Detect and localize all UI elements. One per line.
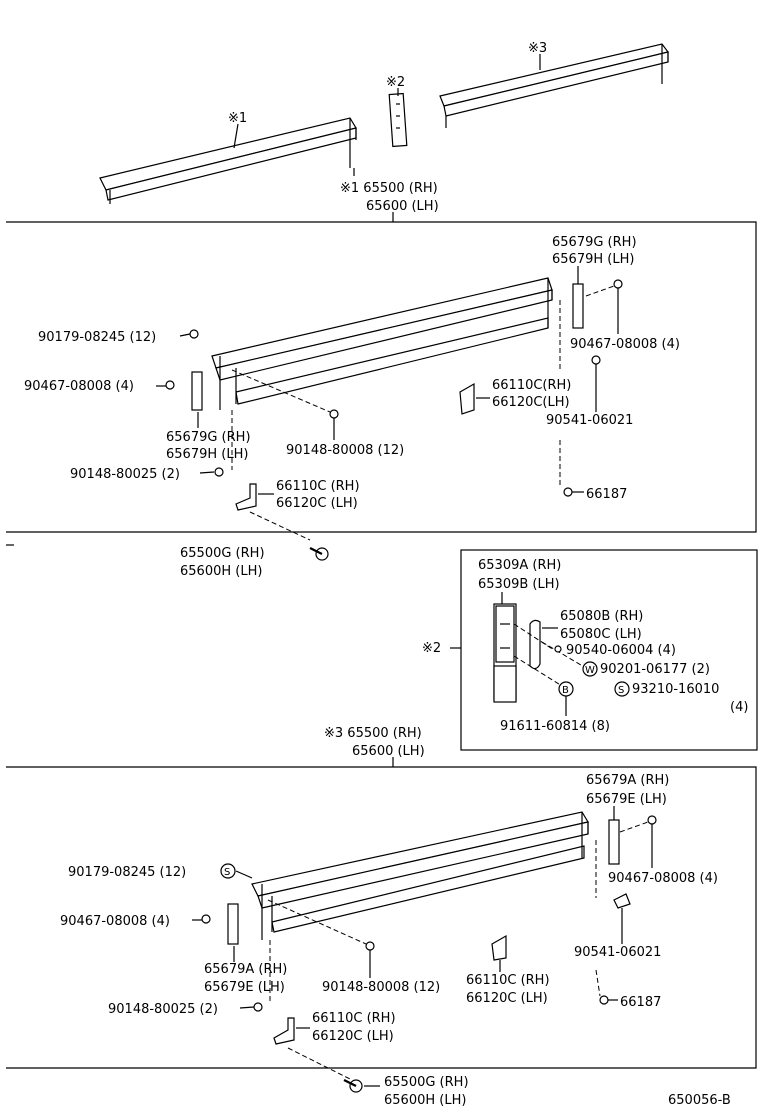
box1-label-65679g-rh-left: 65679G (RH) (166, 430, 251, 445)
box2-badge-w: W (585, 665, 595, 676)
box1-title-line2: 65600 (LH) (366, 199, 439, 214)
box1-label-66187: 66187 (586, 487, 627, 502)
box2-badge-b: B (562, 685, 569, 696)
box3-label-65679a-rh-left: 65679A (RH) (204, 962, 287, 977)
box1-clip-icon-right (613, 279, 623, 289)
box2-label-65309b-lh: 65309B (LH) (478, 577, 560, 592)
box1-label-90148-80025: 90148-80025 (2) (70, 467, 180, 482)
box1-rail-drawing (211, 277, 553, 410)
box2-label-90540-06004: 90540-06004 (4) (566, 643, 676, 658)
box2-label-65080b-rh: 65080B (RH) (560, 609, 643, 624)
box1-title-line1: ※1 65500 (RH) (340, 181, 438, 196)
box2-label-qty-4: (4) (730, 700, 748, 715)
box3-label-90467-left: 90467-08008 (4) (60, 914, 170, 929)
box1-screw-icon (329, 409, 339, 419)
box3-clip-icon-left (201, 914, 211, 924)
box3-label-66120c-lh-low: 66120C (LH) (312, 1029, 394, 1044)
box1-pin-icon (591, 355, 601, 365)
box3-bracket-right (608, 819, 620, 865)
box1-hinge-left (235, 483, 257, 511)
box2-label-65080c-lh: 65080C (LH) (560, 627, 642, 642)
box2-screw-badge (614, 681, 630, 697)
box3-title-line1: ※3 65500 (RH) (324, 726, 422, 741)
box3-title-line2: 65600 (LH) (352, 744, 425, 759)
box1-label-90467-right: 90467-08008 (4) (570, 337, 680, 352)
box3-label-66110c-rh-low: 66110C (RH) (312, 1011, 396, 1026)
box1-label-66110c-rh-low: 66110C (RH) (276, 479, 360, 494)
box3-bracket-left (227, 903, 239, 945)
box2-badge-s: S (618, 685, 624, 696)
box3-hinge-right (491, 934, 507, 961)
box2-washer-badge (582, 661, 598, 677)
box1-nut-icon (189, 329, 199, 339)
box1-grommet-icon (563, 487, 573, 497)
box3-label-65679e-lh-top: 65679E (LH) (586, 792, 667, 807)
box3-screw-icon (365, 941, 375, 951)
figure-code: 650056-B (668, 1093, 731, 1108)
label-65600h-lh: 65600H (LH) (180, 564, 262, 579)
bottom-label-65500g-rh: 65500G (RH) (384, 1075, 469, 1090)
box3-grommet-icon (599, 995, 609, 1005)
box3-label-90179-08245: 90179-08245 (12) (68, 865, 186, 880)
plate-2-drawing (388, 92, 408, 148)
label-65500g-rh: 65500G (RH) (180, 546, 265, 561)
box3-clip-icon-right (647, 815, 657, 825)
box2-plate-drawing (493, 603, 517, 703)
box2-nut-icon (554, 645, 562, 653)
box2-mark-2: ※2 (422, 641, 441, 656)
box2-label-90201-06177: 90201-06177 (2) (600, 662, 710, 677)
box3-label-66120c-lh-mid: 66120C (LH) (466, 991, 548, 1006)
box3-frame (6, 766, 757, 1069)
box1-label-90541-06021: 90541-06021 (546, 413, 633, 428)
box3-bolt-icon (253, 1002, 263, 1012)
box1-clip-icon-left (165, 380, 175, 390)
box3-label-65679e-lh-left: 65679E (LH) (204, 980, 285, 995)
box2-label-65309a-rh: 65309A (RH) (478, 558, 561, 573)
box1-frame (6, 221, 757, 533)
box1-label-66120c-lh-low: 66120C (LH) (276, 496, 358, 511)
box2-latch-drawing (529, 619, 541, 670)
box1-label-90179-08245: 90179-08245 (12) (38, 330, 156, 345)
box3-badge-s: S (224, 867, 230, 878)
box3-hinge-left (273, 1017, 295, 1045)
side-rail-1-drawing (99, 117, 357, 204)
top-mark-3: ※3 (528, 41, 547, 56)
box1-label-65679h-lh-top: 65679H (LH) (552, 252, 634, 267)
box1-hinge-right (459, 382, 475, 415)
top-mark-1: ※1 (228, 111, 247, 126)
bottom-label-65600h-lh: 65600H (LH) (384, 1093, 466, 1108)
box1-bracket-left (191, 371, 203, 411)
box3-pin-icon (613, 893, 631, 909)
box1-bolt-icon (214, 467, 224, 477)
box3-label-66110c-rh-mid: 66110C (RH) (466, 973, 550, 988)
box3-rail-drawing (251, 811, 589, 940)
box1-label-66120c-lh-mid: 66120C(LH) (492, 395, 570, 410)
box2-label-93210-16010: 93210-16010 (632, 682, 719, 697)
top-mark-2: ※2 (386, 75, 405, 90)
box1-label-90148-80008: 90148-80008 (12) (286, 443, 404, 458)
box2-label-91611-60814: 91611-60814 (8) (500, 719, 610, 734)
box3-label-90148-80008: 90148-80008 (12) (322, 980, 440, 995)
box1-label-65679g-rh-top: 65679G (RH) (552, 235, 637, 250)
box1-bracket-right (572, 283, 584, 329)
box1-label-65679h-lh-left: 65679H (LH) (166, 447, 248, 462)
box3-nut-badge (220, 863, 236, 879)
box2-frame (460, 549, 758, 751)
box3-label-66187: 66187 (620, 995, 661, 1010)
box3-label-90541-06021: 90541-06021 (574, 945, 661, 960)
box3-label-65679a-rh-top: 65679A (RH) (586, 773, 669, 788)
side-rail-3-drawing (439, 43, 670, 128)
box1-label-66110c-rh-mid: 66110C(RH) (492, 378, 571, 393)
box3-label-90148-80025: 90148-80025 (2) (108, 1002, 218, 1017)
box1-label-90467-left: 90467-08008 (4) (24, 379, 134, 394)
box3-label-90467-right: 90467-08008 (4) (608, 871, 718, 886)
